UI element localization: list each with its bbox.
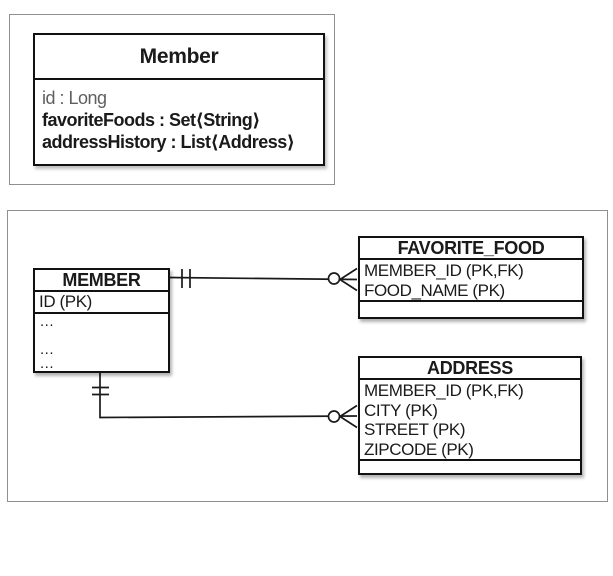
member-class-box: Member id : Long favoriteFoods : Set⟨Str… bbox=[33, 33, 325, 166]
er-column: ZIPCODE (PK) bbox=[364, 439, 474, 459]
er-table-pk-rows: ID (PK) bbox=[35, 292, 168, 314]
er-table-favorite-food: FAVORITE_FOOD MEMBER_ID (PK,FK) FOOD_NAM… bbox=[358, 236, 584, 319]
er-column: CITY (PK) bbox=[364, 400, 438, 420]
class-title: Member bbox=[35, 35, 323, 80]
er-table-columns: MEMBER_ID (PK,FK) CITY (PK) STREET (PK) … bbox=[360, 380, 580, 461]
class-field-id: id : Long bbox=[42, 88, 107, 108]
er-table-member: MEMBER ID (PK) ... ... ... bbox=[33, 268, 170, 373]
er-table-address: ADDRESS MEMBER_ID (PK,FK) CITY (PK) STRE… bbox=[358, 356, 582, 475]
er-diagram-panel: MEMBER ID (PK) ... ... ... FAVORITE_FOOD… bbox=[7, 210, 608, 502]
er-table-empty-row bbox=[360, 461, 580, 576]
diagram-page: { "class_diagram": { "title": "Member", … bbox=[7, 14, 608, 502]
er-column: FOOD_NAME (PK) bbox=[364, 280, 505, 300]
placeholder-row: ... bbox=[40, 355, 55, 372]
class-field-address-history: addressHistory : List⟨Address⟩ bbox=[42, 132, 295, 152]
placeholder-row: ... bbox=[40, 313, 55, 330]
er-table-title: ADDRESS bbox=[360, 358, 580, 380]
class-field-favorite-foods: favoriteFoods : Set⟨String⟩ bbox=[42, 110, 260, 130]
placeholder-row bbox=[40, 329, 168, 343]
class-fields: id : Long favoriteFoods : Set⟨String⟩ ad… bbox=[35, 80, 323, 153]
er-column: MEMBER_ID (PK,FK) bbox=[364, 261, 524, 280]
er-table-title: MEMBER bbox=[35, 270, 168, 292]
er-table-columns: MEMBER_ID (PK,FK) FOOD_NAME (PK) bbox=[360, 260, 582, 302]
er-column: STREET (PK) bbox=[364, 420, 466, 439]
er-column: ID (PK) bbox=[39, 292, 92, 311]
class-diagram-panel: Member id : Long favoriteFoods : Set⟨Str… bbox=[9, 14, 335, 185]
er-column: MEMBER_ID (PK,FK) bbox=[364, 381, 524, 400]
placeholder-row: ... bbox=[40, 341, 55, 358]
er-table-title: FAVORITE_FOOD bbox=[360, 238, 582, 260]
er-table-placeholder-rows: ... ... ... bbox=[35, 314, 168, 371]
